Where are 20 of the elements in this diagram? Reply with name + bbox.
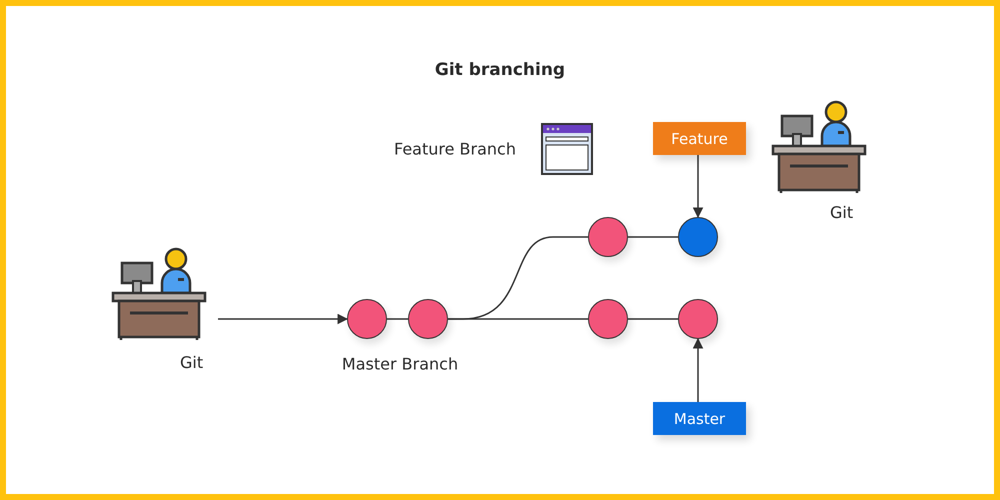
branch-pointer-label: Feature [653, 122, 746, 155]
commit-circle [408, 299, 448, 339]
commit-circle [347, 299, 387, 339]
commit-circle [588, 217, 628, 257]
commit-circle [588, 299, 628, 339]
connector-line [628, 236, 678, 238]
node-caption: Git [180, 353, 204, 372]
commit-circle [678, 299, 718, 339]
connector-line [628, 318, 678, 320]
diagram-title: Git branching [434, 60, 566, 80]
text-label: Feature Branch [394, 140, 516, 158]
commit-circle [678, 217, 718, 257]
arrow [692, 155, 704, 218]
text-label: Master Branch [342, 354, 458, 374]
connector-line [448, 318, 588, 320]
node-caption: Git [830, 203, 854, 222]
connector-line [387, 318, 408, 320]
branch-pointer-label: Master [653, 402, 746, 435]
arrow [218, 314, 348, 324]
arrow [692, 338, 704, 402]
